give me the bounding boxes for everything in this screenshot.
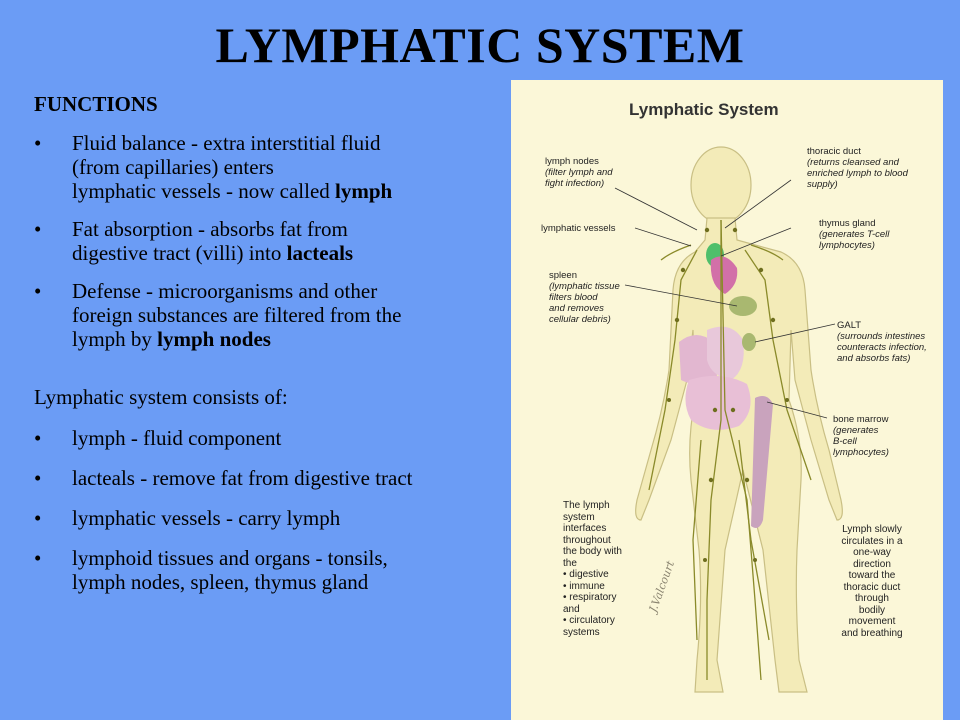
note-interfaces: The lymph system interfaces throughout t… <box>563 500 622 638</box>
note-circulation: Lymph slowly circulates in a one-way dir… <box>841 524 903 639</box>
keyword: lymph nodes <box>157 327 271 351</box>
label-spleen: spleen (lymphatic tissue filters blood a… <box>549 270 620 325</box>
bullet: • <box>34 131 42 155</box>
list-item: • lymphoid tissues and organs - tonsils,… <box>34 546 388 594</box>
slide-title: LYMPHATIC SYSTEM <box>215 17 745 73</box>
galt-shape <box>742 333 756 351</box>
spleen-shape <box>729 296 757 316</box>
label-lymphatic-vessels: lymphatic vessels <box>541 223 616 234</box>
list-item: • Fluid balance - extra interstitial flu… <box>34 131 393 203</box>
label-thoracic-duct: thoracic duct (returns cleansed and enri… <box>807 146 908 190</box>
bullet: • <box>34 217 42 241</box>
bullet: • <box>34 466 42 490</box>
lymphatic-system-illustration: Lymphatic System lymph nodes (filter lym… <box>511 80 943 720</box>
consists-list: • lymph - fluid component • lacteals - r… <box>34 426 514 594</box>
organs <box>679 243 773 528</box>
keyword: lymph <box>335 179 393 203</box>
lymph-vessels <box>648 219 812 681</box>
label-galt: GALT (surrounds intestines counteracts i… <box>837 320 927 364</box>
list-item: • lacteals - remove fat from digestive t… <box>34 466 413 490</box>
list-item: • lymph - fluid component <box>34 426 282 450</box>
text-panel: FUNCTIONS • Fluid balance - extra inters… <box>34 92 514 610</box>
label-lymph-nodes: lymph nodes (filter lymph and fight infe… <box>545 156 613 189</box>
list-item: • Defense - microorganisms and other for… <box>34 279 402 351</box>
functions-list: • Fluid balance - extra interstitial flu… <box>34 131 514 351</box>
bullet: • <box>34 279 42 303</box>
leader-lines <box>614 179 836 419</box>
lymph-node-dots <box>667 227 789 562</box>
bullet: • <box>34 546 42 570</box>
keyword: lacteals <box>286 241 354 265</box>
label-thymus-gland: thymus gland (generates T-cell lymphocyt… <box>819 218 890 251</box>
intestines-shape <box>685 375 751 430</box>
body-silhouette <box>635 146 843 693</box>
list-item: • lymphatic vessels - carry lymph <box>34 506 341 530</box>
illustration-title: Lymphatic System <box>629 100 779 119</box>
functions-heading: FUNCTIONS <box>34 92 158 116</box>
femur-shape <box>751 396 773 528</box>
list-item: • Fat absorption - absorbs fat from dige… <box>34 217 354 265</box>
consists-intro: Lymphatic system consists of: <box>34 385 288 409</box>
heart-shape <box>710 256 738 294</box>
anatomy-drawing <box>614 146 843 693</box>
label-bone-marrow: bone marrow (generates B-cell lymphocyte… <box>833 414 889 458</box>
stomach-shape <box>707 326 744 380</box>
bullet: • <box>34 426 42 450</box>
bullet: • <box>34 506 42 530</box>
